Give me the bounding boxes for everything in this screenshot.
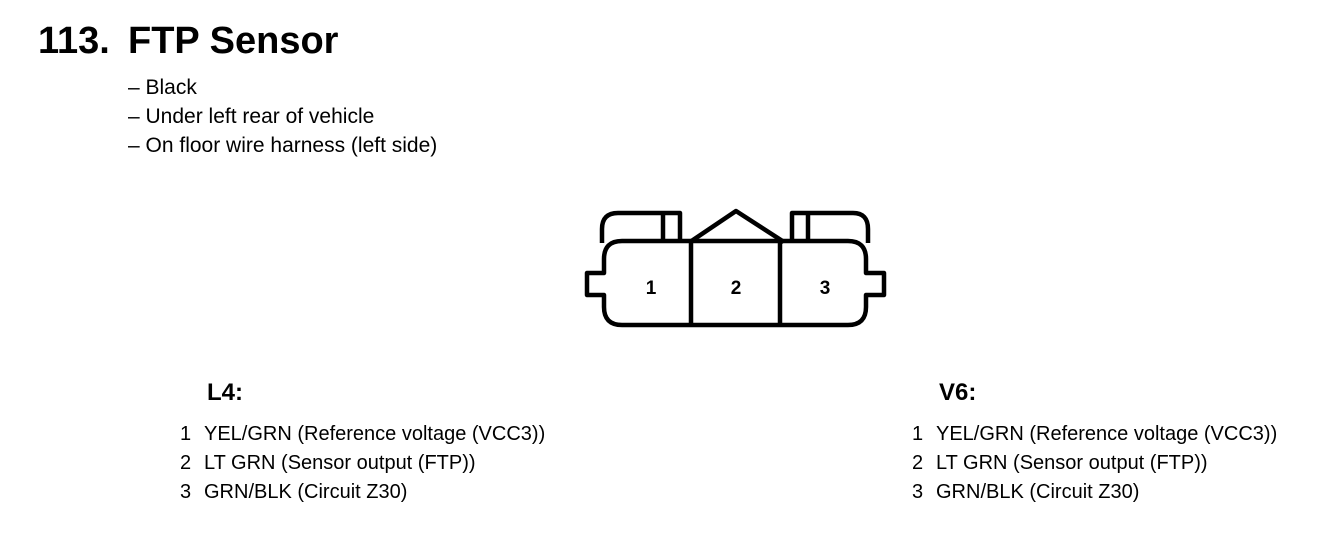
pin-list: 1 YEL/GRN (Reference voltage (VCC3)) 2 LT … [912, 420, 1277, 507]
pin-row: 1 YEL/GRN (Reference voltage (VCC3)) [180, 420, 545, 449]
pin-number: 2 [912, 452, 924, 474]
connector-diagram: 1 2 3 [584, 208, 887, 328]
cavity-2-label: 2 [731, 278, 742, 299]
pin-number: 1 [912, 423, 924, 445]
pin-description: YEL/GRN (Reference voltage (VCC3)) [204, 423, 546, 445]
pin-row: 1 YEL/GRN (Reference voltage (VCC3)) [912, 420, 1277, 449]
pin-description: GRN/BLK (Circuit Z30) [204, 481, 408, 503]
pin-row: 2 LT GRN (Sensor output (FTP)) [912, 449, 1277, 478]
harness-line: – On floor wire harness (left side) [128, 134, 438, 157]
pin-row: 3 GRN/BLK (Circuit Z30) [912, 478, 1277, 507]
pin-description: LT GRN (Sensor output (FTP)) [204, 452, 476, 474]
pin-number: 1 [180, 423, 192, 445]
color-line: – Black [128, 76, 197, 99]
component-name: FTP Sensor [128, 20, 339, 62]
page-title: 113. FTP Sensor [38, 18, 338, 64]
variant-l4: L4: 1 YEL/GRN (Reference voltage (VCC3)) … [180, 378, 545, 507]
section-number: 113. [38, 20, 110, 62]
location-line: – Under left rear of vehicle [128, 105, 375, 128]
pin-list: 1 YEL/GRN (Reference voltage (VCC3)) 2 LT … [180, 420, 545, 507]
left-latch [599, 210, 683, 243]
pin-row: 2 LT GRN (Sensor output (FTP)) [180, 449, 545, 478]
pin-description: LT GRN (Sensor output (FTP)) [936, 452, 1208, 474]
pin-number: 3 [180, 481, 192, 503]
variant-v6: V6: 1 YEL/GRN (Reference voltage (VCC3)) … [912, 378, 1277, 507]
variant-heading: V6: [939, 379, 977, 406]
pin-number: 3 [912, 481, 924, 503]
center-roof [688, 208, 786, 244]
pin-number: 2 [180, 452, 192, 474]
pin-description: YEL/GRN (Reference voltage (VCC3)) [936, 423, 1278, 445]
pin-row: 3 GRN/BLK (Circuit Z30) [180, 478, 545, 507]
component-description: – Black – Under left rear of vehicle – O… [128, 73, 437, 160]
connector-body [584, 238, 887, 328]
right-latch [789, 210, 871, 243]
cavity-1-label: 1 [646, 278, 657, 299]
pin-description: GRN/BLK (Circuit Z30) [936, 481, 1140, 503]
cavity-3-label: 3 [820, 278, 831, 299]
variant-heading: L4: [207, 379, 243, 406]
